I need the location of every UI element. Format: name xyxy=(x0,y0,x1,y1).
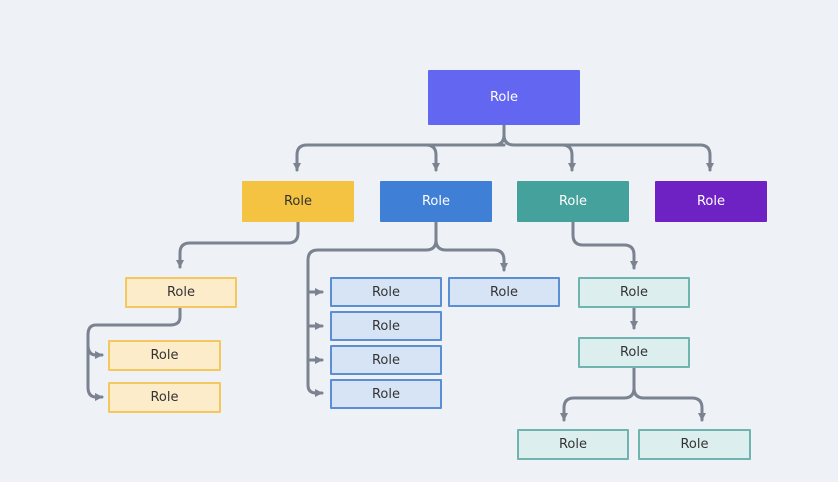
role-teal-leaf-1-label: Role xyxy=(558,437,587,452)
role-blue-list-4-label: Role xyxy=(371,386,400,402)
role-blue-list-2[interactable]: Role xyxy=(330,311,442,341)
role-blue-side[interactable]: Role xyxy=(448,277,560,307)
role-blue-side-label: Role xyxy=(489,284,518,300)
role-teal[interactable]: Role xyxy=(517,181,629,222)
role-yellow-child-label: Role xyxy=(166,285,195,300)
role-blue-list-3[interactable]: Role xyxy=(330,345,442,375)
role-blue-label: Role xyxy=(421,194,450,209)
role-blue-list-1-label: Role xyxy=(371,284,400,300)
role-purple[interactable]: Role xyxy=(655,181,767,222)
role-yellow-child[interactable]: Role xyxy=(125,277,237,308)
connector-yellow-grandchild-1 xyxy=(86,305,182,359)
connector-teal-leaf-1 xyxy=(560,366,636,422)
connector-root-trunk xyxy=(293,123,506,172)
role-yellow-grandchild-1-label: Role xyxy=(150,348,179,363)
role-teal-leaf-2[interactable]: Role xyxy=(638,429,751,460)
role-blue-list-2-label: Role xyxy=(371,318,400,334)
role-yellow-label: Role xyxy=(283,194,312,209)
role-blue-list-4[interactable]: Role xyxy=(330,379,442,409)
role-teal-label: Role xyxy=(558,194,587,209)
role-purple-label: Role xyxy=(696,194,725,209)
role-root-label: Role xyxy=(489,90,518,105)
role-yellow-grandchild-1[interactable]: Role xyxy=(108,340,221,371)
role-teal-leaf-1[interactable]: Role xyxy=(517,429,629,460)
connector-yellow-grandchild-2 xyxy=(86,343,104,401)
role-blue-list-3-label: Role xyxy=(371,352,400,368)
role-teal-grandchild[interactable]: Role xyxy=(578,337,690,368)
role-yellow-grandchild-2[interactable]: Role xyxy=(108,382,221,413)
connector-teal-leaf-2 xyxy=(632,386,706,422)
role-blue[interactable]: Role xyxy=(380,181,492,222)
role-yellow[interactable]: Role xyxy=(242,181,354,222)
connector-yellow-child xyxy=(176,220,300,269)
connector-root-purple xyxy=(560,143,714,172)
role-teal-grandchild-label: Role xyxy=(619,345,648,360)
role-yellow-grandchild-2-label: Role xyxy=(150,390,179,405)
role-root[interactable]: Role xyxy=(428,70,580,125)
role-blue-list-1[interactable]: Role xyxy=(330,277,442,307)
connector-teal-child xyxy=(571,220,638,270)
connector-blue-list xyxy=(306,238,438,397)
connector-root-blue xyxy=(424,143,506,172)
connector-root-teal xyxy=(502,133,576,172)
role-teal-leaf-2-label: Role xyxy=(680,437,709,452)
role-teal-child-label: Role xyxy=(619,285,648,300)
role-teal-child[interactable]: Role xyxy=(578,277,690,308)
connector-blue-side xyxy=(434,220,508,272)
